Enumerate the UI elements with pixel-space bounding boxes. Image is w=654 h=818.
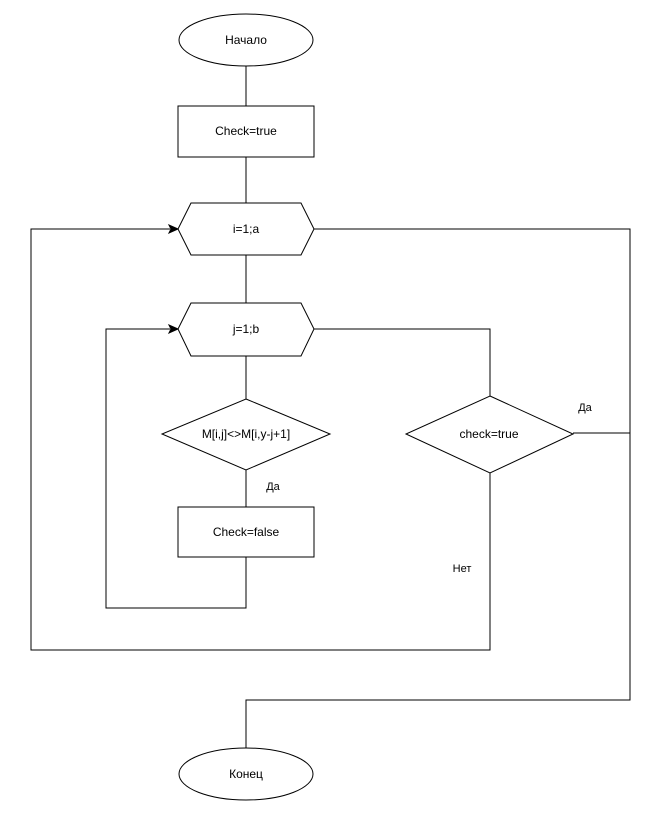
compare-yes-label: Да — [266, 481, 280, 493]
end-terminal: Конец — [178, 747, 314, 801]
arrow-loop-j-return-head — [167, 323, 180, 335]
init-check-process-shape — [177, 105, 315, 158]
check-decision: check=true — [404, 395, 575, 474]
check-no-label: Нет — [453, 563, 472, 575]
start-terminal-shape — [178, 13, 314, 67]
compare-decision-shape — [160, 398, 332, 471]
loop-i-preparation-shape — [177, 202, 315, 256]
loop-j-preparation-shape — [177, 302, 315, 357]
start-terminal-label: Начало — [225, 33, 267, 47]
compare-decision-label: M[i,j]<>M[i,y-j+1] — [202, 427, 290, 441]
end-terminal-shape — [178, 747, 314, 801]
compare-decision: M[i,j]<>M[i,y-j+1] — [160, 398, 332, 471]
check-decision-shape — [404, 395, 575, 474]
init-check-process: Check=true — [177, 105, 315, 158]
edge-check-no-back-to-loop-i — [30, 228, 491, 651]
loop-i-preparation-label: i=1;a — [233, 222, 260, 236]
check-decision-label: check=true — [459, 427, 518, 441]
check-yes-label: Да — [578, 402, 592, 414]
init-check-process-label: Check=true — [215, 124, 277, 138]
start-terminal: Начало — [178, 13, 314, 67]
set-false-process-label: Check=false — [213, 525, 280, 539]
set-false-process: Check=false — [177, 506, 315, 558]
arrow-loop-i-return-head — [167, 223, 180, 235]
loop-j-preparation: j=1;b — [177, 302, 315, 357]
edge-loop-j-exit-to-check — [314, 328, 491, 396]
loop-i-preparation: i=1;a — [177, 202, 315, 256]
edge-loop-i-exit-to-end — [245, 228, 631, 748]
set-false-process-shape — [177, 506, 315, 558]
edge-set-false-back-to-loop-j — [105, 328, 247, 609]
loop-j-preparation-label: j=1;b — [232, 322, 260, 336]
end-terminal-label: Конец — [229, 767, 263, 781]
